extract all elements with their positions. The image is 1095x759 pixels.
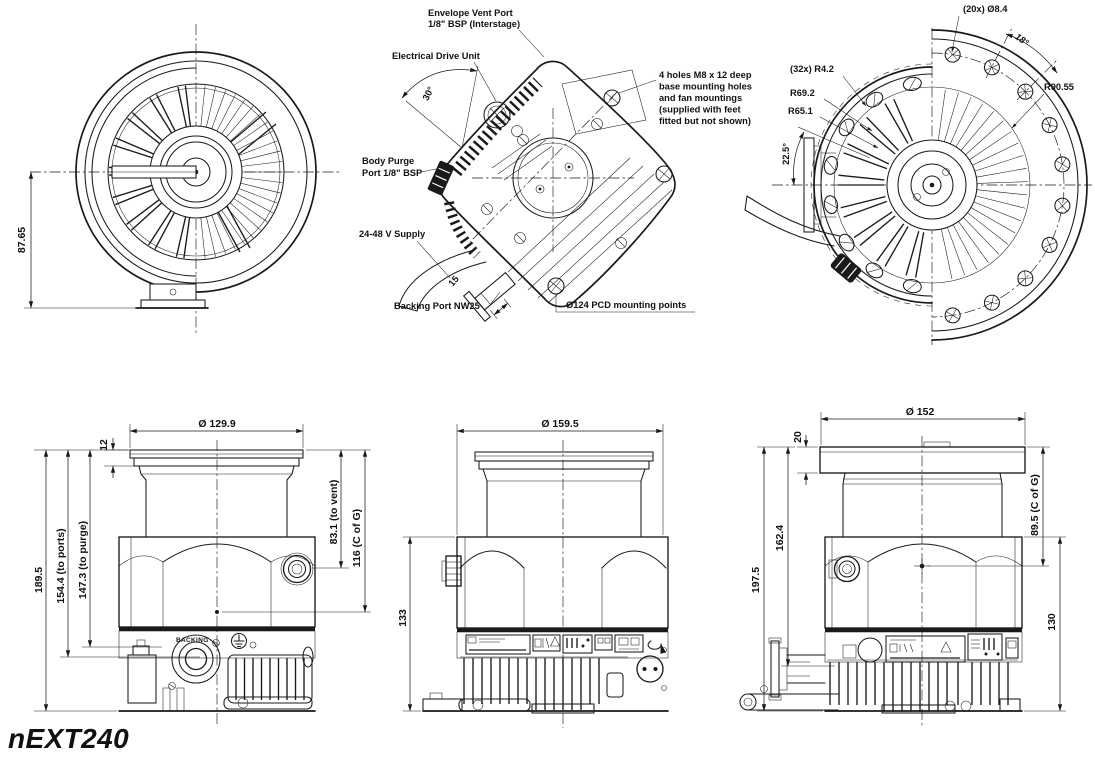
supply-cable [398, 249, 487, 312]
inlet-blades-fine [937, 89, 1028, 279]
callout-backing-port: Backing Port NW25 [394, 301, 480, 311]
backing-port [168, 634, 221, 690]
inlet-spokes [838, 98, 925, 278]
dim-front-flange-h: 12 [98, 439, 110, 451]
dim-rear-cog: 89.5 (C of G) [1029, 474, 1041, 536]
callout-body-purge-2: Port 1/8" BSP [362, 168, 422, 178]
callout-electrical-drive: Electrical Drive Unit [392, 51, 480, 61]
dim-front-cog: 116 (C of G) [351, 509, 363, 567]
callout-bolt-holes: (20x) Ø8.4 [963, 4, 1008, 14]
view-inlet-flange: 22.5° 18° (20x) Ø8.4 (32x) R4.2 R69.2 R6… [744, 4, 1092, 345]
callout-envelope-vent-1: Envelope Vent Port [428, 8, 513, 18]
dim-side-dia: Ø 159.5 [541, 418, 579, 430]
backing-port-stub [462, 271, 516, 322]
model-label: nEXT240 [8, 723, 129, 754]
purge-port-rear [828, 555, 861, 583]
callout-body-purge-1: Body Purge [362, 156, 414, 166]
vent-port [280, 552, 314, 586]
backing-port-rear [760, 637, 826, 701]
dim-front-overall: 189.5 [33, 567, 45, 593]
dim-front-to-vent: 83.1 (to vent) [328, 480, 340, 545]
callout-mounting-1: 4 holes M8 x 12 deep [659, 70, 752, 80]
callout-pcd: Ø124 PCD mounting points [566, 300, 686, 310]
callout-mounting-4: (supplied with feet [659, 105, 741, 115]
cooling-fins [223, 654, 313, 710]
dim-angle-18: 18° [1013, 31, 1030, 48]
view-front-elevation: BACKING Ø 129.9 12 189.5 154.4 (to ports… [33, 418, 371, 726]
dim-height-to-base: 87.65 [16, 227, 28, 253]
view-side-elevation: Ø 159.5 133 [397, 418, 669, 728]
dim-rear-overall: 197.5 [750, 567, 762, 593]
callout-mounting-5: fitted but not shown) [659, 116, 751, 126]
callout-envelope-vent-2: 1/8" BSP (Interstage) [428, 19, 520, 29]
callout-r-flange: R90.55 [1044, 82, 1074, 92]
rating-plates-rear [842, 633, 1019, 663]
body-serration-holes [823, 76, 922, 294]
dim-front-to-purge: 147.3 (to purge) [77, 521, 89, 599]
power-connector [636, 647, 667, 691]
body-purge-knob [427, 160, 455, 196]
rating-plates [465, 634, 667, 655]
ground-symbol [230, 632, 257, 650]
dim-front-dia: Ø 129.9 [198, 418, 236, 430]
bottom-pipe [739, 693, 839, 711]
callout-mounting-2: base mounting holes [659, 82, 752, 92]
callout-r-body-inner: R65.1 [788, 106, 813, 116]
dim-angle-22-5: 22.5° [781, 143, 791, 165]
dim-side-body-h: 133 [397, 609, 409, 627]
base-foot [149, 283, 197, 303]
backing-label: BACKING [176, 637, 209, 644]
view-rear-elevation: Ø 152 20 197.5 162.4 89.5 (C of G) 130 [739, 406, 1066, 728]
dim-rear-body-h: 130 [1046, 613, 1058, 631]
cooling-fins-side [458, 656, 628, 714]
drive-unit-boss [483, 101, 511, 129]
purge-knob-side [441, 555, 462, 587]
cooling-fins-rear [827, 659, 1018, 714]
callout-serration: (32x) R4.2 [790, 64, 834, 74]
dim-rear-dia: Ø 152 [906, 406, 935, 418]
callout-mounting-3: and fan mountings [659, 93, 742, 103]
view-underside: 30° 15 Envelope Vent Port 1/8" BSP (Inte… [359, 8, 752, 322]
dim-rear-flange-h: 20 [792, 431, 804, 443]
callout-r-body-outer: R69.2 [790, 88, 815, 98]
purge-knob [830, 253, 862, 283]
view-top-rotor: 87.65 [16, 24, 342, 334]
dim-front-to-ports: 154.4 (to ports) [55, 528, 67, 603]
callout-supply: 24-48 V Supply [359, 229, 426, 239]
heatsink-fins-band [450, 77, 543, 177]
heatsink-fins-lower [444, 200, 481, 259]
machined-ribs [491, 133, 673, 304]
dim-angle-30: 30° [421, 85, 437, 102]
cog-marker [914, 558, 1049, 574]
dim-rear-to-port: 162.4 [774, 525, 786, 551]
